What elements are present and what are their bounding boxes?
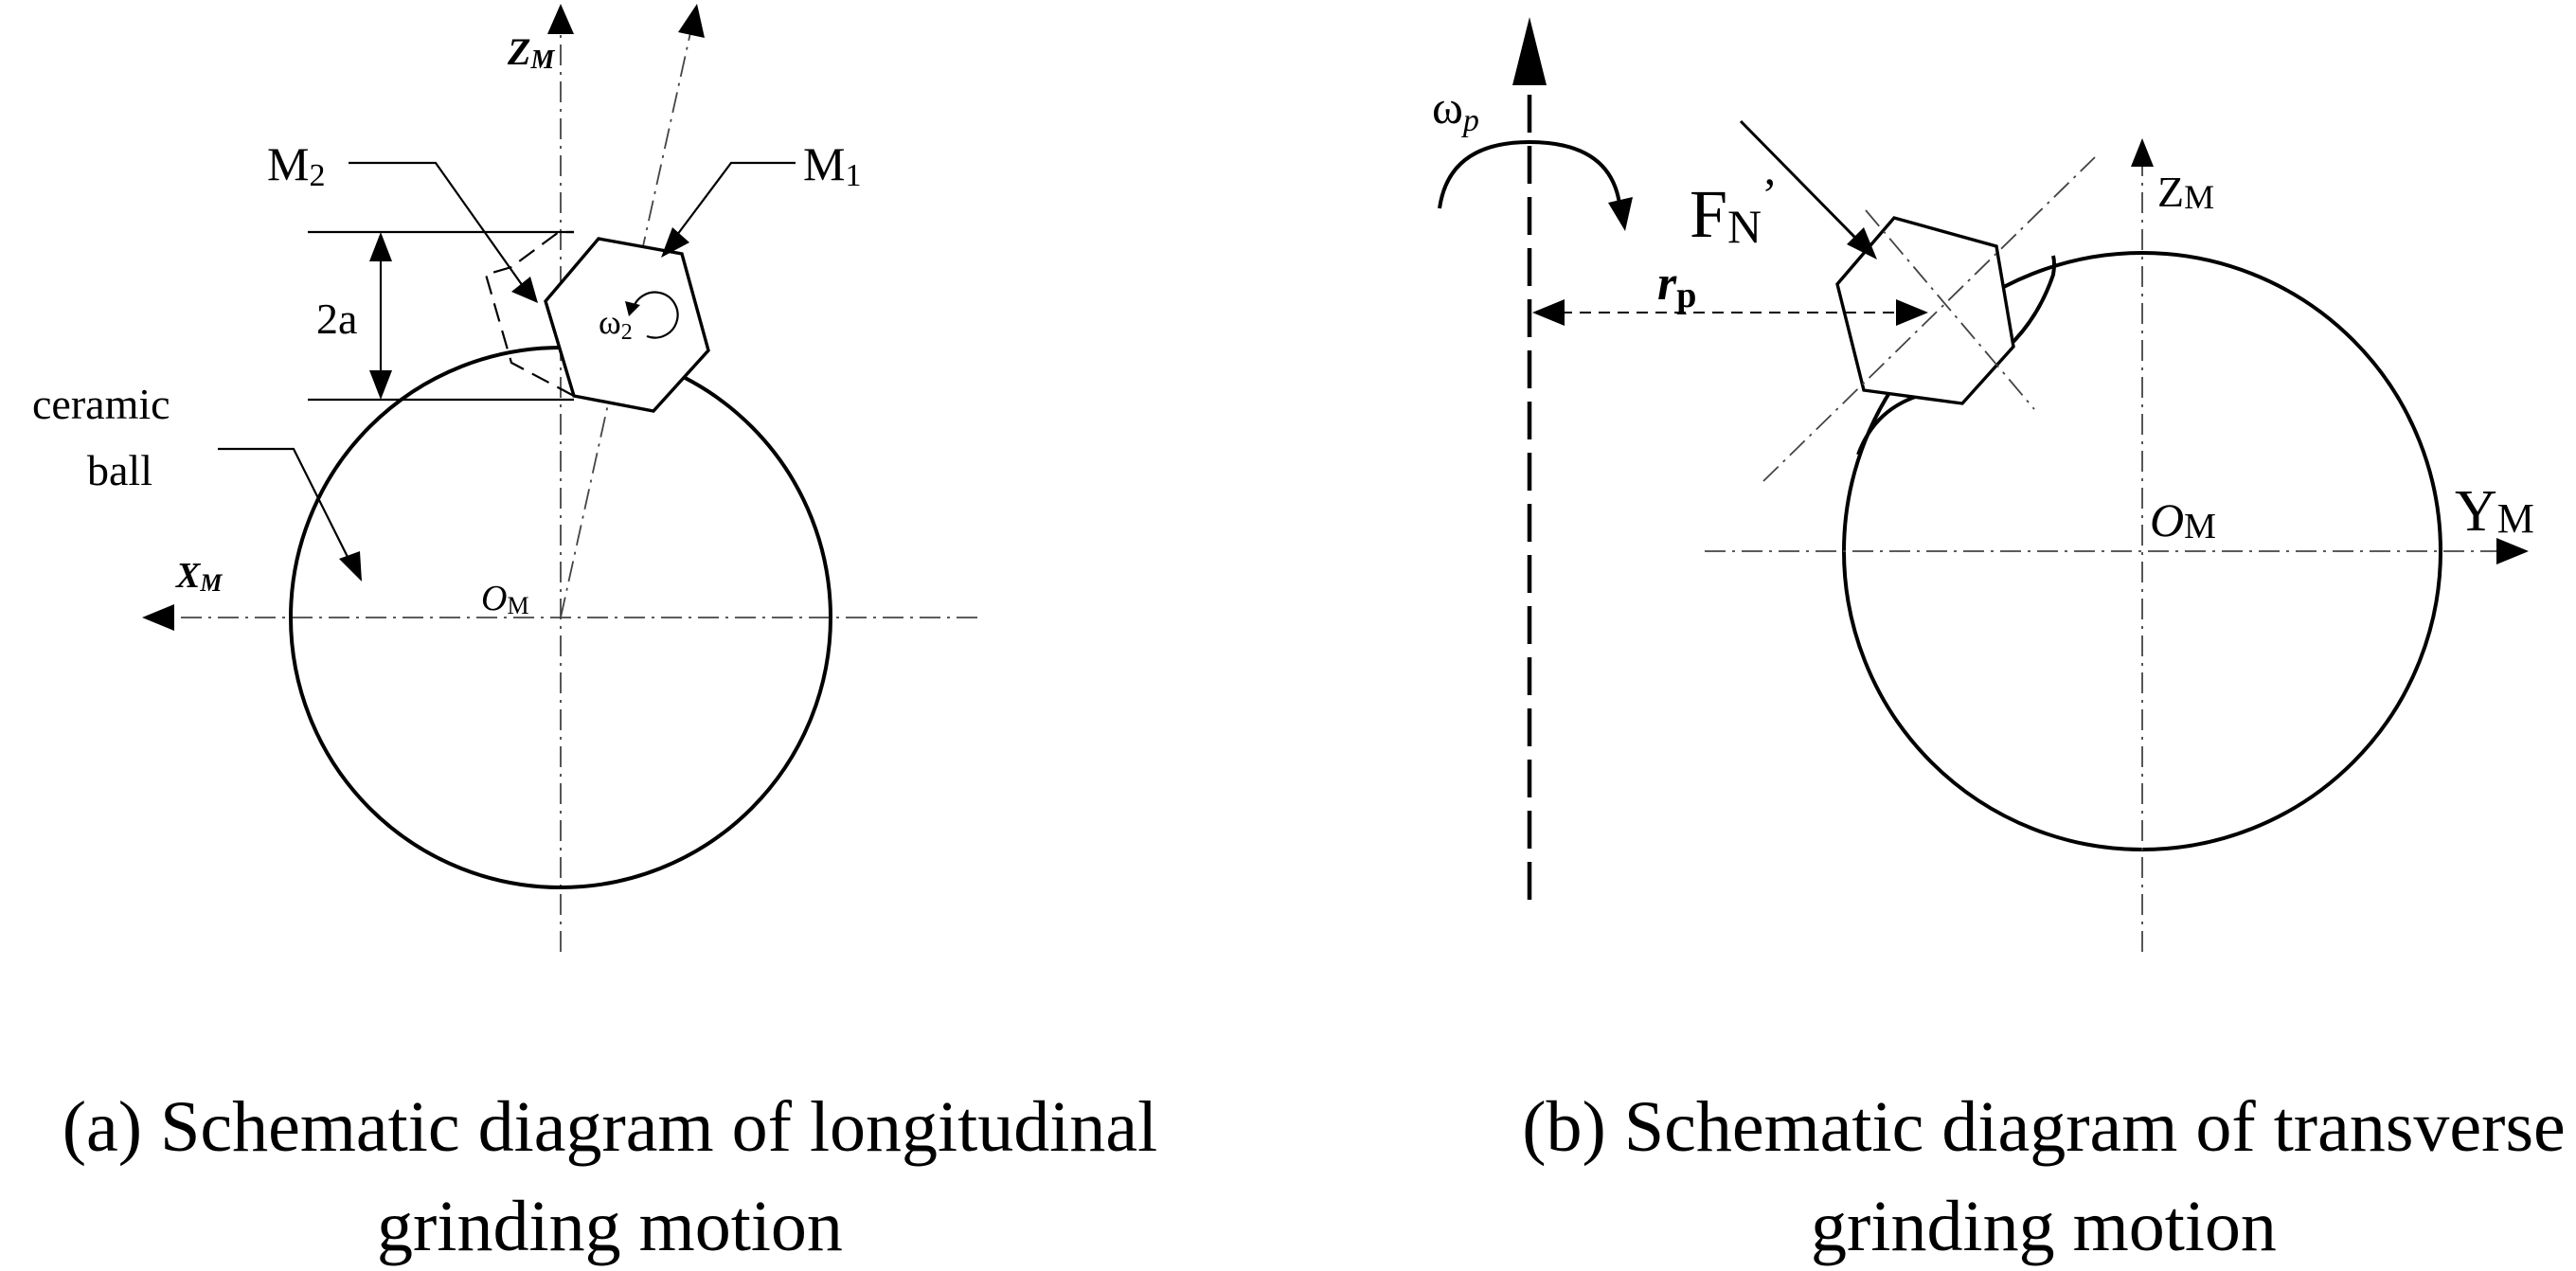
z-axis-b-arrowhead bbox=[2131, 138, 2154, 167]
panel-a-longitudinal: ω2 2a M2 M1 ceramic ball ZM XM bbox=[32, 4, 1157, 1266]
m2-leader-arrowhead bbox=[511, 277, 538, 303]
inclined-axis-a-arrowhead bbox=[678, 4, 705, 38]
omega2-rotation-arc bbox=[631, 291, 679, 339]
omega-p-label: ωp bbox=[1432, 81, 1479, 138]
caption-a-line1: (a) Schematic diagram of longitudinal bbox=[63, 1087, 1158, 1167]
dimension-arrowhead-bottom bbox=[369, 370, 392, 400]
inclined-axis-b1 bbox=[1762, 156, 2096, 482]
ceramic-ball-label-line2: ball bbox=[87, 446, 152, 494]
label-y-b: YM bbox=[2455, 479, 2534, 544]
caption-b-line1: (b) Schematic diagram of transverse bbox=[1522, 1087, 2566, 1167]
label-origin-b: OM bbox=[2150, 493, 2216, 546]
y-axis-b-arrowhead bbox=[2496, 538, 2529, 564]
m2-leader-line bbox=[349, 161, 524, 287]
dimension-label-2a: 2a bbox=[316, 295, 357, 343]
caption-b-line2: grinding motion bbox=[1811, 1187, 2277, 1266]
m1-leader-line bbox=[673, 161, 796, 240]
radius-arrowhead-right bbox=[1896, 299, 1928, 326]
force-arrow-line bbox=[1739, 119, 1860, 242]
caption-a-line2: grinding motion bbox=[377, 1187, 843, 1266]
inclined-axis-b2 bbox=[1865, 209, 2035, 410]
ceramic-ball-leader-arrowhead bbox=[339, 551, 362, 582]
ceramic-ball-leader-line bbox=[218, 447, 351, 564]
panel-b-transverse: ωp FN’ rp ZM bbox=[1432, 17, 2566, 1266]
grain-b bbox=[1835, 216, 2015, 405]
force-arrowhead bbox=[1847, 227, 1877, 260]
dimension-arrowhead-top bbox=[369, 232, 392, 261]
grain-m2-outline bbox=[484, 230, 575, 397]
omega-p-arrowhead bbox=[1608, 197, 1633, 231]
radius-arrowhead-left bbox=[1532, 299, 1565, 326]
force-label: FN’ bbox=[1690, 168, 1778, 253]
grain-m1 bbox=[544, 237, 710, 413]
x-axis-a-arrowhead bbox=[142, 604, 174, 631]
rotation-axis-b-arrowhead bbox=[1512, 17, 1547, 85]
label-z-b: ZM bbox=[2157, 168, 2214, 216]
label-m1: M1 bbox=[803, 137, 861, 193]
omega-p-rotation-arc bbox=[1438, 139, 1621, 209]
label-z-a: ZM bbox=[507, 30, 555, 75]
label-m2: M2 bbox=[267, 137, 325, 193]
z-axis-a-arrowhead bbox=[547, 4, 574, 34]
label-x-a: XM bbox=[175, 556, 223, 597]
omega2-arrowhead bbox=[625, 301, 640, 316]
radius-label: rp bbox=[1657, 257, 1696, 315]
m1-leader-arrowhead bbox=[661, 227, 689, 258]
label-origin-a: OM bbox=[481, 579, 529, 619]
omega2-label: ω2 bbox=[599, 303, 633, 345]
ceramic-ball-label-line1: ceramic bbox=[32, 380, 170, 428]
